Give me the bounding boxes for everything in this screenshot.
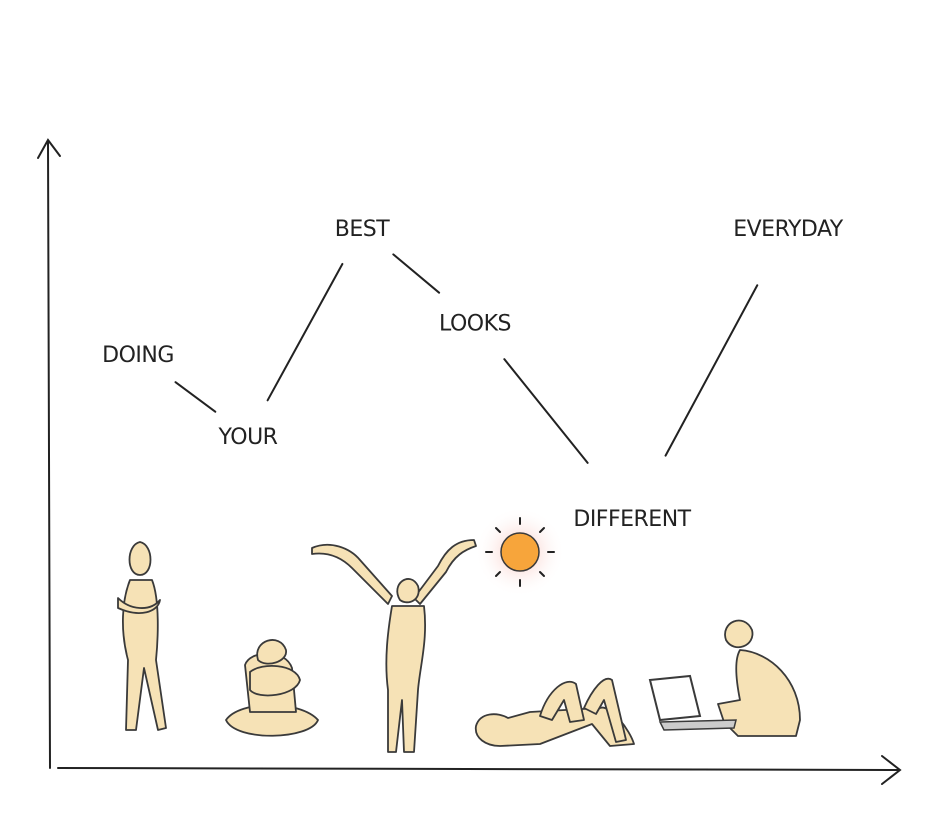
data-label-different: DIFFERENT bbox=[573, 507, 691, 532]
line-segment-4 bbox=[503, 358, 589, 464]
figure-using-laptop bbox=[648, 619, 801, 737]
line-segment-5 bbox=[664, 284, 759, 457]
line-series bbox=[174, 253, 759, 464]
data-labels: DOING YOUR BEST LOOKS DIFFERENT EVERYDAY bbox=[102, 217, 844, 532]
x-axis bbox=[57, 755, 902, 785]
figure-lying-down bbox=[474, 677, 635, 747]
figure-arms-raised bbox=[311, 539, 477, 753]
data-label-your: YOUR bbox=[218, 425, 278, 450]
data-label-looks: LOOKS bbox=[439, 312, 511, 337]
y-axis bbox=[37, 138, 61, 769]
data-label-everyday: EVERYDAY bbox=[733, 217, 844, 242]
figure-sitting-hugging-pillow bbox=[225, 639, 319, 737]
line-segment-1 bbox=[174, 381, 217, 413]
data-label-doing: DOING bbox=[102, 343, 174, 368]
line-segment-2 bbox=[266, 262, 344, 402]
data-label-best: BEST bbox=[335, 217, 390, 242]
figure-standing-arms-crossed bbox=[117, 541, 167, 731]
sun-icon bbox=[475, 507, 565, 597]
line-segment-3 bbox=[392, 253, 441, 294]
